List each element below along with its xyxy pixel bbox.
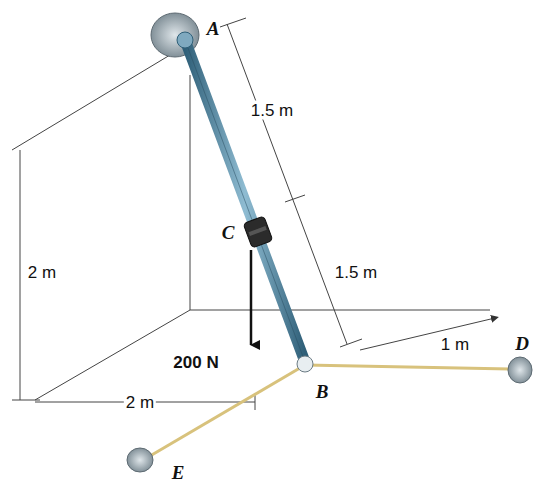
dimension-label: 2 m xyxy=(26,263,58,282)
frame-lines xyxy=(12,18,495,410)
ball-joint-b xyxy=(297,356,313,372)
point-label: B xyxy=(314,381,331,402)
anchor-e xyxy=(127,448,153,472)
dimension-label: 1 m xyxy=(439,335,471,354)
dimension-label: 1.5 m xyxy=(249,101,296,120)
collar xyxy=(243,216,273,248)
point-label: E xyxy=(170,462,187,483)
dimension-label: 1.5 m xyxy=(333,263,380,282)
force-arrow xyxy=(250,250,253,345)
point-label: D xyxy=(513,333,531,354)
dimension-label: 2 m xyxy=(124,393,156,412)
point-label: C xyxy=(220,222,237,243)
anchor-d xyxy=(508,357,532,383)
cables xyxy=(150,365,510,456)
ball-joint-a xyxy=(177,32,193,48)
rod xyxy=(185,40,305,362)
point-label: A xyxy=(205,18,222,39)
force-label: 200 N xyxy=(171,353,220,372)
